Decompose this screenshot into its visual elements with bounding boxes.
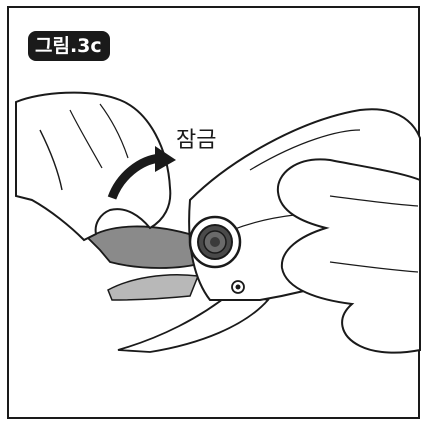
lock-knob-icon <box>190 217 240 267</box>
right-hand-icon <box>278 159 420 352</box>
left-hand-icon <box>16 93 170 240</box>
lock-action-label: 잠금 <box>176 128 216 154</box>
lower-blade <box>108 275 198 300</box>
figure-label: 그림.3c <box>28 31 110 61</box>
